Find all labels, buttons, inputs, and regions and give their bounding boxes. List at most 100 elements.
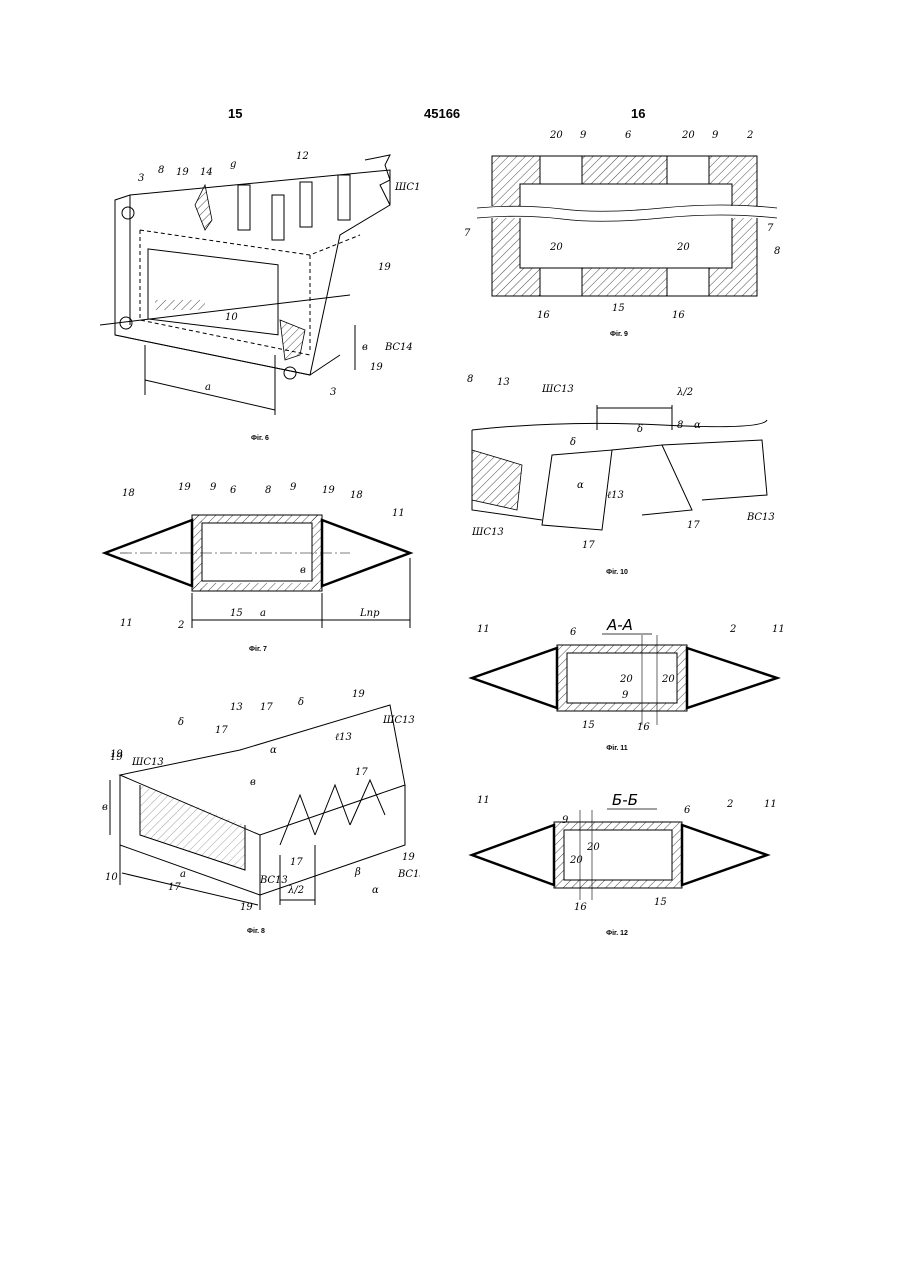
- fig9-label-11: 20: [676, 242, 690, 253]
- fig7-label-10: 11: [120, 618, 133, 628]
- fig6-label-14: 3: [330, 387, 336, 398]
- fig12-label-2: 9: [562, 815, 569, 826]
- fig6-label-9: в: [362, 342, 368, 353]
- fig7-label-5: 8: [265, 485, 271, 496]
- figure-11: А-А 11 6 2 11 20 9 20 15 16: [462, 610, 792, 735]
- fig6-label-1: 3: [138, 173, 144, 184]
- fig12-label-8: 16: [574, 902, 587, 913]
- fig10-label-6: δ: [637, 424, 643, 435]
- fig10-label-14: ВС13: [746, 512, 775, 523]
- fig9-label-3: 6: [625, 130, 632, 141]
- fig8-label-6: 17: [260, 702, 273, 713]
- fig9-caption: Фіг. 9: [589, 331, 649, 338]
- fig8-label-18: а: [180, 869, 186, 880]
- fig10-label-4: λ/2: [676, 387, 693, 398]
- fig11-label-6: 9: [622, 690, 629, 701]
- fig6-label-13: а: [205, 382, 211, 393]
- fig9-label-7: 7: [464, 228, 471, 239]
- fig11-caption: Фіг. 11: [587, 745, 647, 752]
- fig11-section-title: А-А: [606, 616, 633, 634]
- fig12-label-1: 11: [477, 795, 490, 806]
- fig8-label-15: 17: [290, 857, 303, 868]
- fig8-label-2: ШС13: [131, 757, 164, 768]
- fig9-label-13: 15: [612, 303, 625, 314]
- fig8-label-12: в: [250, 777, 256, 788]
- fig11-label-4: 11: [772, 624, 785, 635]
- fig7-label-12: 15: [230, 608, 243, 619]
- fig9-label-6: 2: [746, 130, 753, 141]
- fig8-label-16: 10: [105, 872, 118, 883]
- fig8-label-21: λ/2: [287, 885, 304, 896]
- fig6-label-10: 19: [378, 262, 391, 273]
- fig10-label-1: 8: [467, 374, 473, 385]
- fig11-label-2: 6: [570, 627, 577, 638]
- fig12-label-4: 2: [726, 799, 733, 810]
- fig12-label-9: 15: [654, 897, 667, 908]
- fig8-label-8: 19: [352, 689, 365, 700]
- figure-7: 18 19 9 6 8 9 19 18 11 11 2 15 в а Lпр: [100, 478, 420, 628]
- fig6-label-11: ВС14: [384, 342, 413, 353]
- fig10-label-10: ℓ13: [607, 490, 624, 501]
- fig11-label-1: 11: [477, 624, 490, 635]
- fig6-caption: Фіг. 6: [230, 435, 290, 442]
- fig11-label-9: 16: [637, 722, 650, 733]
- fig7-label-9: 11: [392, 508, 405, 519]
- fig11-label-5: 20: [619, 674, 633, 685]
- fig12-caption: Фіг. 12: [587, 930, 647, 937]
- figure-6: 3 8 19 14 g 12 ШС14 10 в 19 ВС14 19 а 3: [100, 145, 420, 430]
- fig9-label-12: 16: [537, 310, 550, 321]
- fig6-label-4: 14: [200, 167, 213, 178]
- fig12-section-title: Б-Б: [612, 791, 638, 809]
- figure-9: 20 9 6 20 9 2 7 7 8 20 20 16 15 16: [462, 126, 792, 326]
- fig6-label-5: g: [230, 159, 236, 170]
- fig10-label-9: α: [577, 480, 584, 491]
- fig8-label-24: 19: [402, 852, 415, 863]
- fig6-label-3: 19: [176, 167, 189, 178]
- fig7-label-8: 18: [350, 490, 363, 501]
- fig8-label-5: 13: [230, 702, 243, 713]
- fig6-label-2: 8: [158, 165, 164, 176]
- fig7-label-2: 19: [178, 482, 191, 493]
- fig9-label-4: 20: [681, 130, 695, 141]
- fig7-label-3: 9: [210, 482, 217, 493]
- fig8-label-3: δ: [178, 717, 184, 728]
- fig8-label-4: 17: [215, 725, 228, 736]
- fig9-label-1: 20: [549, 130, 563, 141]
- fig8-label-22: β: [354, 867, 361, 878]
- fig8-label-23: α: [372, 885, 379, 896]
- fig6-label-8: 10: [225, 312, 238, 323]
- fig9-label-14: 16: [672, 310, 685, 321]
- fig10-label-13: 17: [687, 520, 700, 531]
- fig6-label-6: 12: [296, 151, 309, 162]
- fig7-caption: Фіг. 7: [228, 646, 288, 653]
- fig9-label-5: 9: [712, 130, 719, 141]
- fig7-label-6: 9: [290, 482, 297, 493]
- fig8-label-7: δ: [298, 697, 304, 708]
- fig8-caption: Фіг. 8: [226, 928, 286, 935]
- fig8-label-17: 17: [355, 767, 368, 778]
- patent-number: 45166: [424, 106, 460, 121]
- fig6-label-7: ШС14: [394, 182, 420, 193]
- fig10-label-12: 17: [582, 540, 595, 551]
- fig10-label-7: 8: [677, 420, 683, 431]
- figure-10: 8 13 ШС13 λ/2 δ δ 8 α α ℓ13 ШС13 17 17 В…: [462, 370, 782, 555]
- fig7-label-7: 19: [322, 485, 335, 496]
- fig8-label-14: 19: [110, 749, 123, 760]
- fig7-label-1: 18: [122, 488, 135, 499]
- fig9-label-9: 8: [774, 246, 780, 257]
- fig7-label-15: Lпр: [359, 608, 380, 619]
- fig7-label-11: 2: [177, 620, 184, 628]
- fig8-label-25: ВС13: [397, 869, 420, 880]
- fig8-label-11: ℓ13: [335, 732, 352, 743]
- fig8-label-13: в: [102, 802, 108, 813]
- fig12-label-7: 20: [569, 855, 583, 866]
- right-page-number: 16: [631, 106, 645, 121]
- fig10-label-11: ШС13: [471, 527, 504, 538]
- fig7-label-14: а: [260, 608, 266, 619]
- fig10-label-5: δ: [570, 437, 576, 448]
- fig7-label-13: в: [300, 565, 306, 576]
- fig9-label-2: 9: [580, 130, 587, 141]
- fig8-label-26: 17: [168, 882, 181, 893]
- fig12-label-5: 11: [764, 799, 777, 810]
- figure-8: 19 ШС13 δ 17 13 17 δ 19 ШС13 α ℓ13 в в 1…: [100, 685, 420, 915]
